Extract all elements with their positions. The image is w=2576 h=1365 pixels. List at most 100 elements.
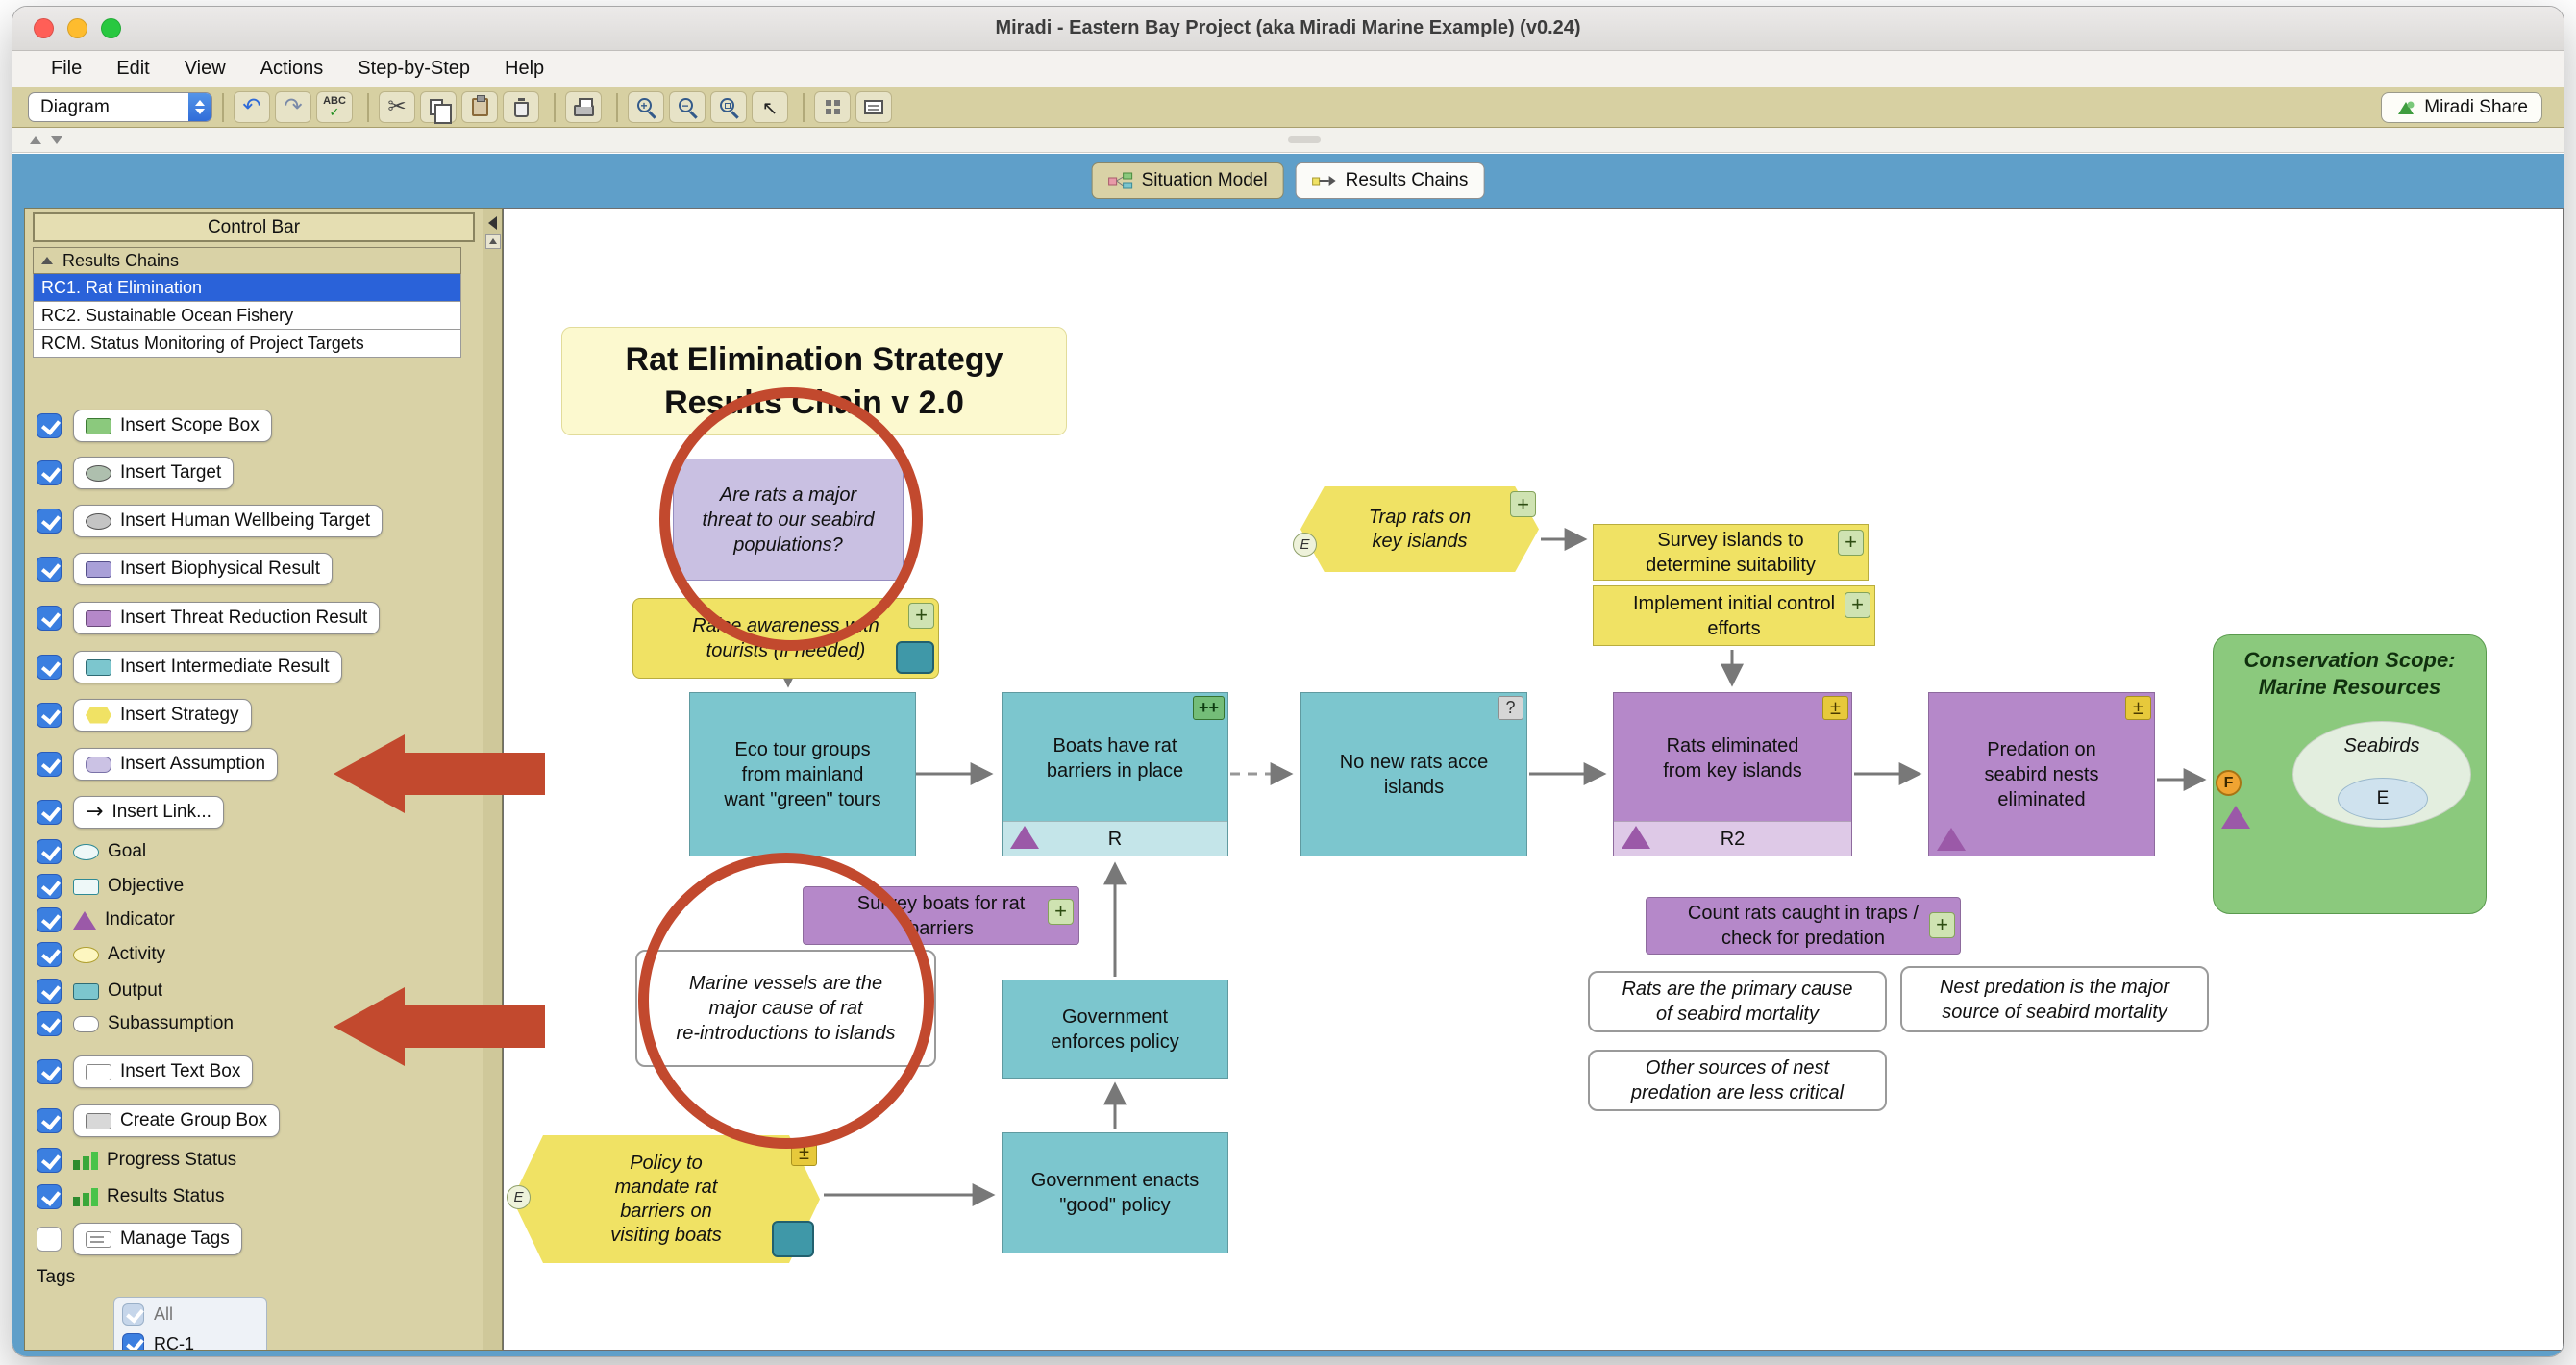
diagram-title-box[interactable]: Rat Elimination Strategy Results Chain v… [561, 327, 1067, 435]
diagram-canvas[interactable]: Rat Elimination Strategy Results Chain v… [503, 208, 2564, 1351]
strategy-trap-rats[interactable]: Trap rats on key islands + E [1293, 486, 1539, 572]
visibility-checkbox[interactable] [37, 942, 62, 967]
result-gov-enforces[interactable]: Government enforces policy [1002, 980, 1228, 1079]
scroll-up-button[interactable] [484, 234, 501, 249]
tag-checkbox[interactable] [122, 1303, 144, 1326]
menu-step-by-step[interactable]: Step-by-Step [358, 58, 471, 79]
insert-strategy-button[interactable]: Insert Strategy [73, 699, 252, 732]
visibility-checkbox[interactable] [37, 413, 62, 438]
menu-actions[interactable]: Actions [260, 58, 324, 79]
visibility-checkbox[interactable] [37, 1148, 62, 1173]
visibility-checkbox[interactable] [37, 979, 62, 1004]
insert-biophysical-result-button[interactable]: Insert Biophysical Result [73, 553, 334, 585]
close-button[interactable] [34, 18, 54, 38]
visibility-checkbox[interactable] [37, 874, 62, 899]
expand-up-icon[interactable] [30, 136, 41, 144]
chain-item-rc1[interactable]: RC1. Rat Elimination [33, 274, 461, 302]
result-eco-tour-groups[interactable]: Eco tour groups from mainland want "gree… [689, 692, 916, 856]
paste-button[interactable] [461, 91, 498, 123]
note-other-sources[interactable]: Other sources of nest predation are less… [1588, 1050, 1887, 1111]
collapse-panel-icon[interactable] [488, 216, 497, 230]
menu-edit[interactable]: Edit [116, 58, 150, 79]
result-boats-barriers[interactable]: Boats have rat barriers in place ++ R [1002, 692, 1228, 856]
cut-button[interactable]: ✂ [379, 91, 415, 123]
chain-item-rc2[interactable]: RC2. Sustainable Ocean Fishery [33, 302, 461, 330]
result-survey-islands[interactable]: Survey islands to determine suitability … [1593, 524, 1869, 581]
progress-rating-badge[interactable]: ± [2125, 696, 2151, 720]
expand-plus-badge[interactable]: + [1838, 530, 1864, 556]
insert-threat-reduction-result-button[interactable]: Insert Threat Reduction Result [73, 602, 381, 634]
visibility-checkbox[interactable] [37, 1227, 62, 1252]
monitoring-survey-boats[interactable]: Survey boats for rat barriers + [803, 886, 1079, 945]
insert-scope-box-button[interactable]: Insert Scope Box [73, 410, 272, 442]
activities-chip[interactable] [896, 641, 934, 674]
insert-target-button[interactable]: Insert Target [73, 457, 235, 489]
insert-assumption-button[interactable]: Insert Assumption [73, 748, 279, 781]
note-marine-vessels[interactable]: Marine vessels are the major cause of ra… [635, 950, 936, 1067]
visibility-checkbox[interactable] [37, 606, 62, 631]
zoom-to-fit-button[interactable] [710, 91, 747, 123]
visibility-checkbox[interactable] [37, 509, 62, 534]
expand-plus-badge[interactable]: + [1510, 491, 1536, 517]
strategy-raise-awareness[interactable]: Raise awareness with tourists (if needed… [632, 598, 939, 679]
activities-chip[interactable] [772, 1221, 814, 1257]
insert-human-wellbeing-target-button[interactable]: Insert Human Wellbeing Target [73, 505, 384, 537]
strategy-policy-barriers[interactable]: Policy to mandate rat barriers on visiti… [507, 1135, 820, 1263]
monitoring-count-rats[interactable]: Count rats caught in traps / check for p… [1646, 897, 1961, 955]
miradi-share-button[interactable]: Miradi Share [2381, 91, 2542, 123]
menu-view[interactable]: View [184, 58, 226, 79]
insert-text-box-button[interactable]: Insert Text Box [73, 1055, 254, 1088]
result-rats-eliminated[interactable]: Rats eliminated from key islands ± R2 [1613, 692, 1852, 856]
visibility-checkbox[interactable] [37, 655, 62, 680]
visibility-checkbox[interactable] [37, 557, 62, 582]
visibility-checkbox[interactable] [37, 460, 62, 485]
result-gov-enacts[interactable]: Government enacts "good" policy [1002, 1132, 1228, 1253]
redo-button[interactable]: ↷ [275, 91, 311, 123]
spell-check-button[interactable]: ABC✓ [316, 91, 353, 123]
expand-down-icon[interactable] [51, 136, 62, 144]
expand-plus-badge[interactable]: + [1048, 899, 1074, 925]
progress-rating-badge[interactable]: ± [1822, 696, 1848, 720]
zoom-out-button[interactable]: − [669, 91, 706, 123]
insert-intermediate-result-button[interactable]: Insert Intermediate Result [73, 651, 342, 683]
strip-handle[interactable] [1288, 136, 1321, 143]
visibility-checkbox[interactable] [37, 1184, 62, 1209]
panel-divider[interactable] [483, 208, 503, 1351]
result-predation-eliminated[interactable]: Predation on seabird nests eliminated ± [1928, 692, 2155, 856]
zoom-in-button[interactable]: + [628, 91, 664, 123]
visibility-checkbox[interactable] [37, 1011, 62, 1036]
diagram-legend-button[interactable] [855, 91, 892, 123]
delete-button[interactable] [503, 91, 539, 123]
visibility-checkbox[interactable] [37, 800, 62, 825]
tab-situation-model[interactable]: Situation Model [1091, 162, 1284, 199]
manage-tags-button[interactable]: Manage Tags [73, 1223, 242, 1255]
progress-rating-badge[interactable]: ± [791, 1142, 817, 1166]
assumption-rats-threat[interactable]: Are rats a major threat to our seabird p… [673, 459, 904, 581]
visibility-checkbox[interactable] [37, 1108, 62, 1133]
target-seabirds[interactable]: Seabirds E [2292, 721, 2471, 828]
undo-button[interactable]: ↶ [234, 91, 270, 123]
results-chains-list-header[interactable]: Results Chains [33, 247, 461, 274]
expand-plus-badge[interactable]: + [908, 603, 934, 629]
result-implement-control[interactable]: Implement initial control efforts + [1593, 585, 1875, 646]
visibility-checkbox[interactable] [37, 839, 62, 864]
expand-plus-badge[interactable]: + [1845, 592, 1870, 618]
create-group-box-button[interactable]: Create Group Box [73, 1104, 281, 1137]
scope-box-marine-resources[interactable]: Conservation Scope: Marine Resources Sea… [2213, 634, 2487, 914]
select-pointer-button[interactable]: ↖ [752, 91, 788, 123]
result-no-new-rats[interactable]: No new rats acce islands ? [1300, 692, 1527, 856]
print-button[interactable] [565, 91, 602, 123]
view-selector-dropdown[interactable]: Diagram [28, 92, 212, 122]
copy-button[interactable] [420, 91, 457, 124]
minimize-button[interactable] [67, 18, 87, 38]
note-nest-predation[interactable]: Nest predation is the major source of se… [1900, 966, 2209, 1032]
chain-item-rcm[interactable]: RCM. Status Monitoring of Project Target… [33, 330, 461, 358]
visibility-checkbox[interactable] [37, 1059, 62, 1084]
visibility-checkbox[interactable] [37, 907, 62, 932]
menu-file[interactable]: File [51, 58, 83, 79]
grid-button[interactable] [814, 91, 851, 123]
tag-checkbox[interactable] [122, 1333, 144, 1350]
expand-plus-badge[interactable]: + [1929, 912, 1955, 938]
tab-results-chains[interactable]: Results Chains [1295, 162, 1485, 199]
note-rats-mortality[interactable]: Rats are the primary cause of seabird mo… [1588, 971, 1887, 1032]
